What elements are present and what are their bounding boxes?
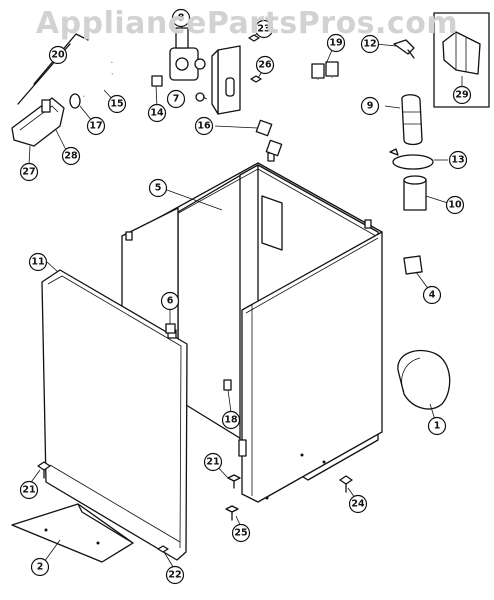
toe-plate	[11, 503, 134, 563]
hose-ring	[69, 93, 81, 109]
callout-28: 28	[61, 146, 81, 166]
callout-18: 18	[221, 410, 241, 430]
svg-text:6: 6	[167, 296, 174, 307]
svg-text:21: 21	[22, 485, 35, 496]
svg-text:15: 15	[110, 99, 123, 110]
callout-11: 11	[28, 252, 48, 272]
washer	[195, 92, 205, 102]
callout-21-right: 21	[203, 452, 223, 472]
svg-text:23: 23	[257, 24, 270, 35]
drain-hose-assembly	[389, 94, 434, 211]
callout-14: 14	[147, 103, 167, 123]
callout-15: 15	[107, 94, 127, 114]
svg-text:1: 1	[434, 421, 441, 432]
callout-16: 16	[194, 116, 214, 136]
callout-17: 17	[86, 116, 106, 136]
svg-text:22: 22	[168, 570, 181, 581]
valve-bracket	[211, 45, 241, 115]
screw-hardware	[37, 34, 353, 553]
callout-5: 5	[148, 178, 168, 198]
callout-25: 25	[231, 523, 251, 543]
svg-text:25: 25	[234, 528, 247, 539]
inlet-hoses	[255, 61, 339, 168]
svg-text:7: 7	[173, 94, 180, 105]
fill-hose	[82, 41, 163, 98]
callout-10: 10	[445, 195, 465, 215]
callout-6: 6	[160, 291, 180, 311]
svg-text:4: 4	[429, 290, 436, 301]
callout-24: 24	[348, 494, 368, 514]
svg-text:24: 24	[351, 499, 365, 510]
svg-text:28: 28	[64, 151, 78, 162]
svg-text:10: 10	[448, 200, 462, 211]
callout-27: 27	[19, 162, 39, 182]
svg-text:8: 8	[178, 13, 185, 24]
callout-labels: 1 2 4 5 6 7 8 9 10 11 12 13 14 15 16 17 …	[19, 8, 472, 585]
svg-text:20: 20	[51, 50, 65, 61]
svg-text:12: 12	[363, 39, 376, 50]
svg-text:18: 18	[224, 415, 238, 426]
svg-text:11: 11	[31, 257, 44, 268]
svg-text:5: 5	[155, 183, 162, 194]
cabinet	[121, 152, 383, 503]
svg-text:13: 13	[451, 155, 464, 166]
callout-23: 23	[254, 19, 274, 39]
callout-4: 4	[422, 285, 442, 305]
water-valve	[169, 27, 206, 81]
svg-text:14: 14	[150, 108, 164, 119]
callout-29: 29	[452, 85, 472, 105]
svg-text:21: 21	[206, 457, 219, 468]
callout-12: 12	[360, 34, 380, 54]
callout-7: 7	[166, 89, 186, 109]
callout-21-left: 21	[19, 480, 39, 500]
svg-text:26: 26	[258, 60, 272, 71]
svg-text:17: 17	[89, 121, 102, 132]
dispenser-bracket	[11, 97, 65, 147]
bracket-box	[433, 12, 490, 108]
callout-9: 9	[360, 96, 380, 116]
svg-text:19: 19	[329, 38, 342, 49]
corner-pad	[403, 255, 423, 275]
svg-text:16: 16	[197, 121, 211, 132]
callout-20: 20	[48, 45, 68, 65]
callout-26: 26	[255, 55, 275, 75]
callout-22: 22	[165, 565, 185, 585]
hose-clip	[393, 39, 415, 59]
svg-text:2: 2	[37, 562, 44, 573]
callout-8: 8	[171, 8, 191, 28]
gasket	[397, 349, 451, 410]
callout-13: 13	[448, 150, 468, 170]
svg-text:27: 27	[22, 167, 35, 178]
callout-2: 2	[30, 557, 50, 577]
svg-text:9: 9	[367, 101, 374, 112]
svg-text:29: 29	[455, 90, 468, 101]
callout-19: 19	[326, 33, 346, 53]
callout-1: 1	[427, 416, 447, 436]
